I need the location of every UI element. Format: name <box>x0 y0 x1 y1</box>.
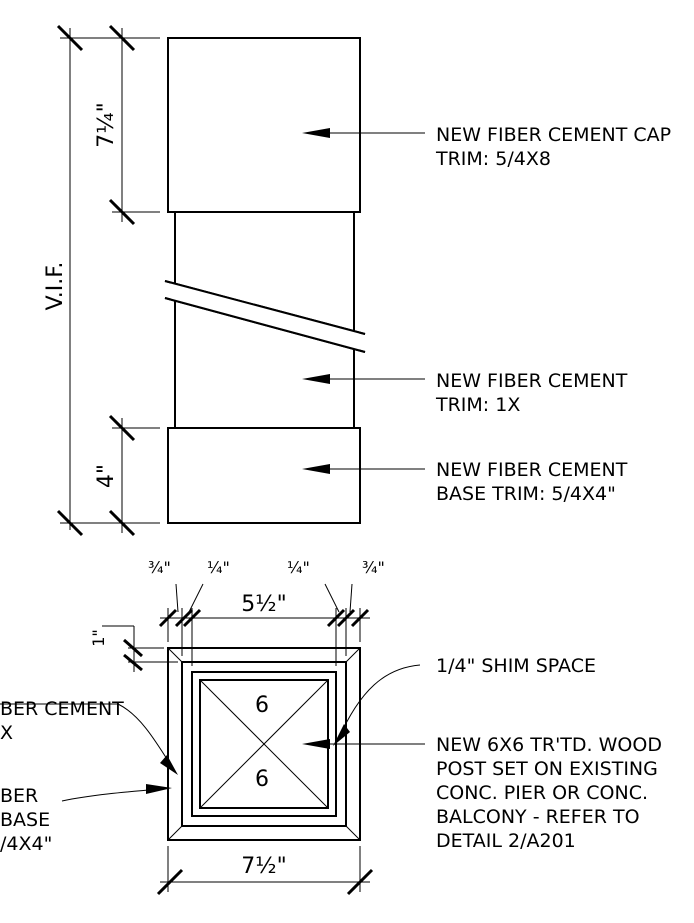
base-trim-block <box>167 427 361 524</box>
dim-top-3: ¼" <box>287 558 310 577</box>
base-note-line2: BASE TRIM: 5/4X4" <box>436 483 616 505</box>
left-note2-line3: /4X4" <box>0 833 52 855</box>
trim-note-line1: NEW FIBER CEMENT <box>436 370 628 392</box>
cap-note-line1: NEW FIBER CEMENT CAP <box>436 124 671 146</box>
cap-trim-block <box>167 37 361 213</box>
left-note1-line1: BER CEMENT <box>0 698 124 720</box>
dim-center: 5½" <box>241 592 286 617</box>
overall-dim-label: V.I.F. <box>43 262 68 311</box>
dim-top-2: ¼" <box>207 558 230 577</box>
cap-note-line2: TRIM: 5/4X8 <box>435 148 551 170</box>
left-note1-line2: X <box>0 722 13 744</box>
post-label-bottom: 6 <box>255 767 269 792</box>
post-note-line4: BALCONY - REFER TO <box>436 806 640 828</box>
post-label-top: 6 <box>255 693 269 718</box>
column-elevation: V.I.F. 7¼" 4" NEW FIBER CEMENT CAP TRIM:… <box>43 24 671 537</box>
column-plan-section: 6 6 ¾" ¼" ¼" ¾" 5½" 1" <box>0 558 662 896</box>
trim-note-line2: TRIM: 1X <box>435 394 520 416</box>
base-height-dim-label: 4" <box>94 464 119 488</box>
shim-note: 1/4" SHIM SPACE <box>436 655 596 677</box>
post-note-line1: NEW 6X6 TR'TD. WOOD <box>436 734 662 756</box>
post-note-line3: CONC. PIER OR CONC. <box>436 782 648 804</box>
left-note2-line2: BASE <box>0 809 50 831</box>
dim-top-1: ¾" <box>148 558 171 577</box>
cap-height-dim-label: 7¼" <box>94 102 119 147</box>
post-diagonal-2 <box>199 679 329 809</box>
dim-bottom: 7½" <box>241 854 286 879</box>
post-note-line2: POST SET ON EXISTING <box>436 758 658 780</box>
post-note-line5: DETAIL 2/A201 <box>436 830 576 852</box>
dim-side: 1" <box>89 629 108 647</box>
left-note2-line1: BER <box>0 785 38 807</box>
dim-top-4: ¾" <box>362 558 385 577</box>
base-note-line1: NEW FIBER CEMENT <box>436 459 628 481</box>
